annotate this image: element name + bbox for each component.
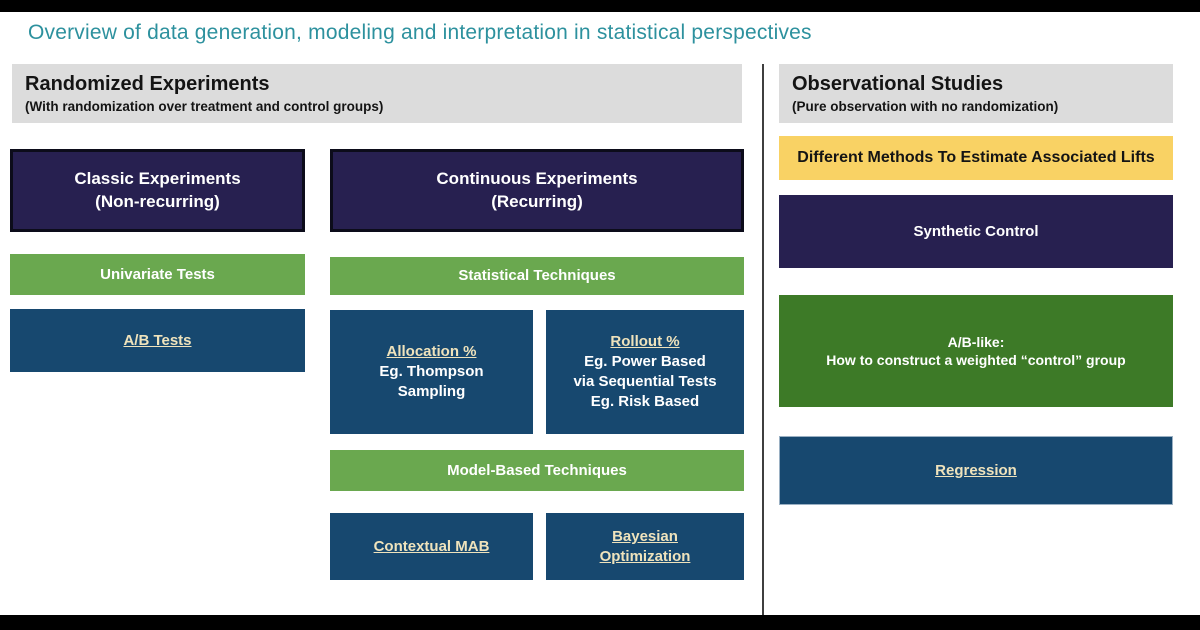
section-divider-line — [762, 64, 764, 617]
univariate-tests-box: Univariate Tests — [10, 254, 305, 295]
rollout-link[interactable]: Rollout % — [610, 333, 680, 351]
bottom-letterbox-bar — [0, 615, 1200, 630]
randomized-experiments-header: Randomized Experiments (With randomizati… — [12, 64, 742, 123]
top-letterbox-bar — [0, 0, 1200, 12]
randomized-header-title: Randomized Experiments — [25, 73, 270, 95]
bayesian-optimization-link-line1[interactable]: Bayesian — [612, 527, 678, 545]
contextual-mab-link[interactable]: Contextual MAB — [373, 537, 490, 555]
rollout-box[interactable]: Rollout % Eg. Power Based via Sequential… — [546, 310, 744, 434]
observational-header-subtitle: (Pure observation with no randomization) — [792, 99, 1059, 114]
allocation-example-line2: Sampling — [397, 382, 466, 400]
page-title: Overview of data generation, modeling an… — [28, 21, 812, 44]
model-based-techniques-label: Model-Based Techniques — [447, 461, 627, 479]
continuous-experiments-box: Continuous Experiments (Recurring) — [330, 149, 744, 232]
synthetic-control-box: Synthetic Control — [779, 195, 1173, 268]
contextual-mab-box[interactable]: Contextual MAB — [330, 513, 533, 580]
ab-like-line1: A/B-like: — [947, 333, 1005, 350]
bayesian-optimization-link-line2[interactable]: Optimization — [599, 547, 691, 565]
estimate-lifts-banner: Different Methods To Estimate Associated… — [779, 136, 1173, 180]
allocation-example-line1: Eg. Thompson — [379, 363, 484, 381]
rollout-example-line1: Eg. Power Based — [584, 353, 706, 371]
rollout-example-line2: via Sequential Tests — [573, 373, 717, 390]
continuous-experiments-line1: Continuous Experiments — [436, 169, 638, 189]
model-based-techniques-box: Model-Based Techniques — [330, 450, 744, 491]
statistical-techniques-label: Statistical Techniques — [458, 267, 616, 285]
allocation-link[interactable]: Allocation % — [386, 343, 477, 361]
allocation-box[interactable]: Allocation % Eg. Thompson Sampling — [330, 310, 533, 434]
ab-tests-link[interactable]: A/B Tests — [123, 331, 192, 349]
statistical-techniques-box: Statistical Techniques — [330, 257, 744, 295]
estimate-lifts-banner-label: Different Methods To Estimate Associated… — [797, 149, 1155, 167]
observational-header-title: Observational Studies — [792, 73, 1004, 95]
classic-experiments-line1: Classic Experiments — [74, 169, 241, 189]
ab-tests-box[interactable]: A/B Tests — [10, 309, 305, 372]
rollout-example-line3: Eg. Risk Based — [590, 392, 700, 410]
ab-like-box: A/B-like: How to construct a weighted “c… — [779, 295, 1173, 407]
classic-experiments-box: Classic Experiments (Non-recurring) — [10, 149, 305, 232]
randomized-header-subtitle: (With randomization over treatment and c… — [25, 99, 384, 114]
bayesian-optimization-box[interactable]: Bayesian Optimization — [546, 513, 744, 580]
classic-experiments-line2: (Non-recurring) — [95, 191, 220, 211]
regression-link[interactable]: Regression — [935, 461, 1017, 479]
synthetic-control-label: Synthetic Control — [913, 222, 1039, 240]
continuous-experiments-line2: (Recurring) — [491, 191, 583, 211]
ab-like-line2: How to construct a weighted “control” gr… — [826, 352, 1126, 368]
observational-studies-header: Observational Studies (Pure observation … — [779, 64, 1173, 123]
univariate-tests-label: Univariate Tests — [100, 265, 215, 283]
regression-box[interactable]: Regression — [779, 436, 1173, 505]
